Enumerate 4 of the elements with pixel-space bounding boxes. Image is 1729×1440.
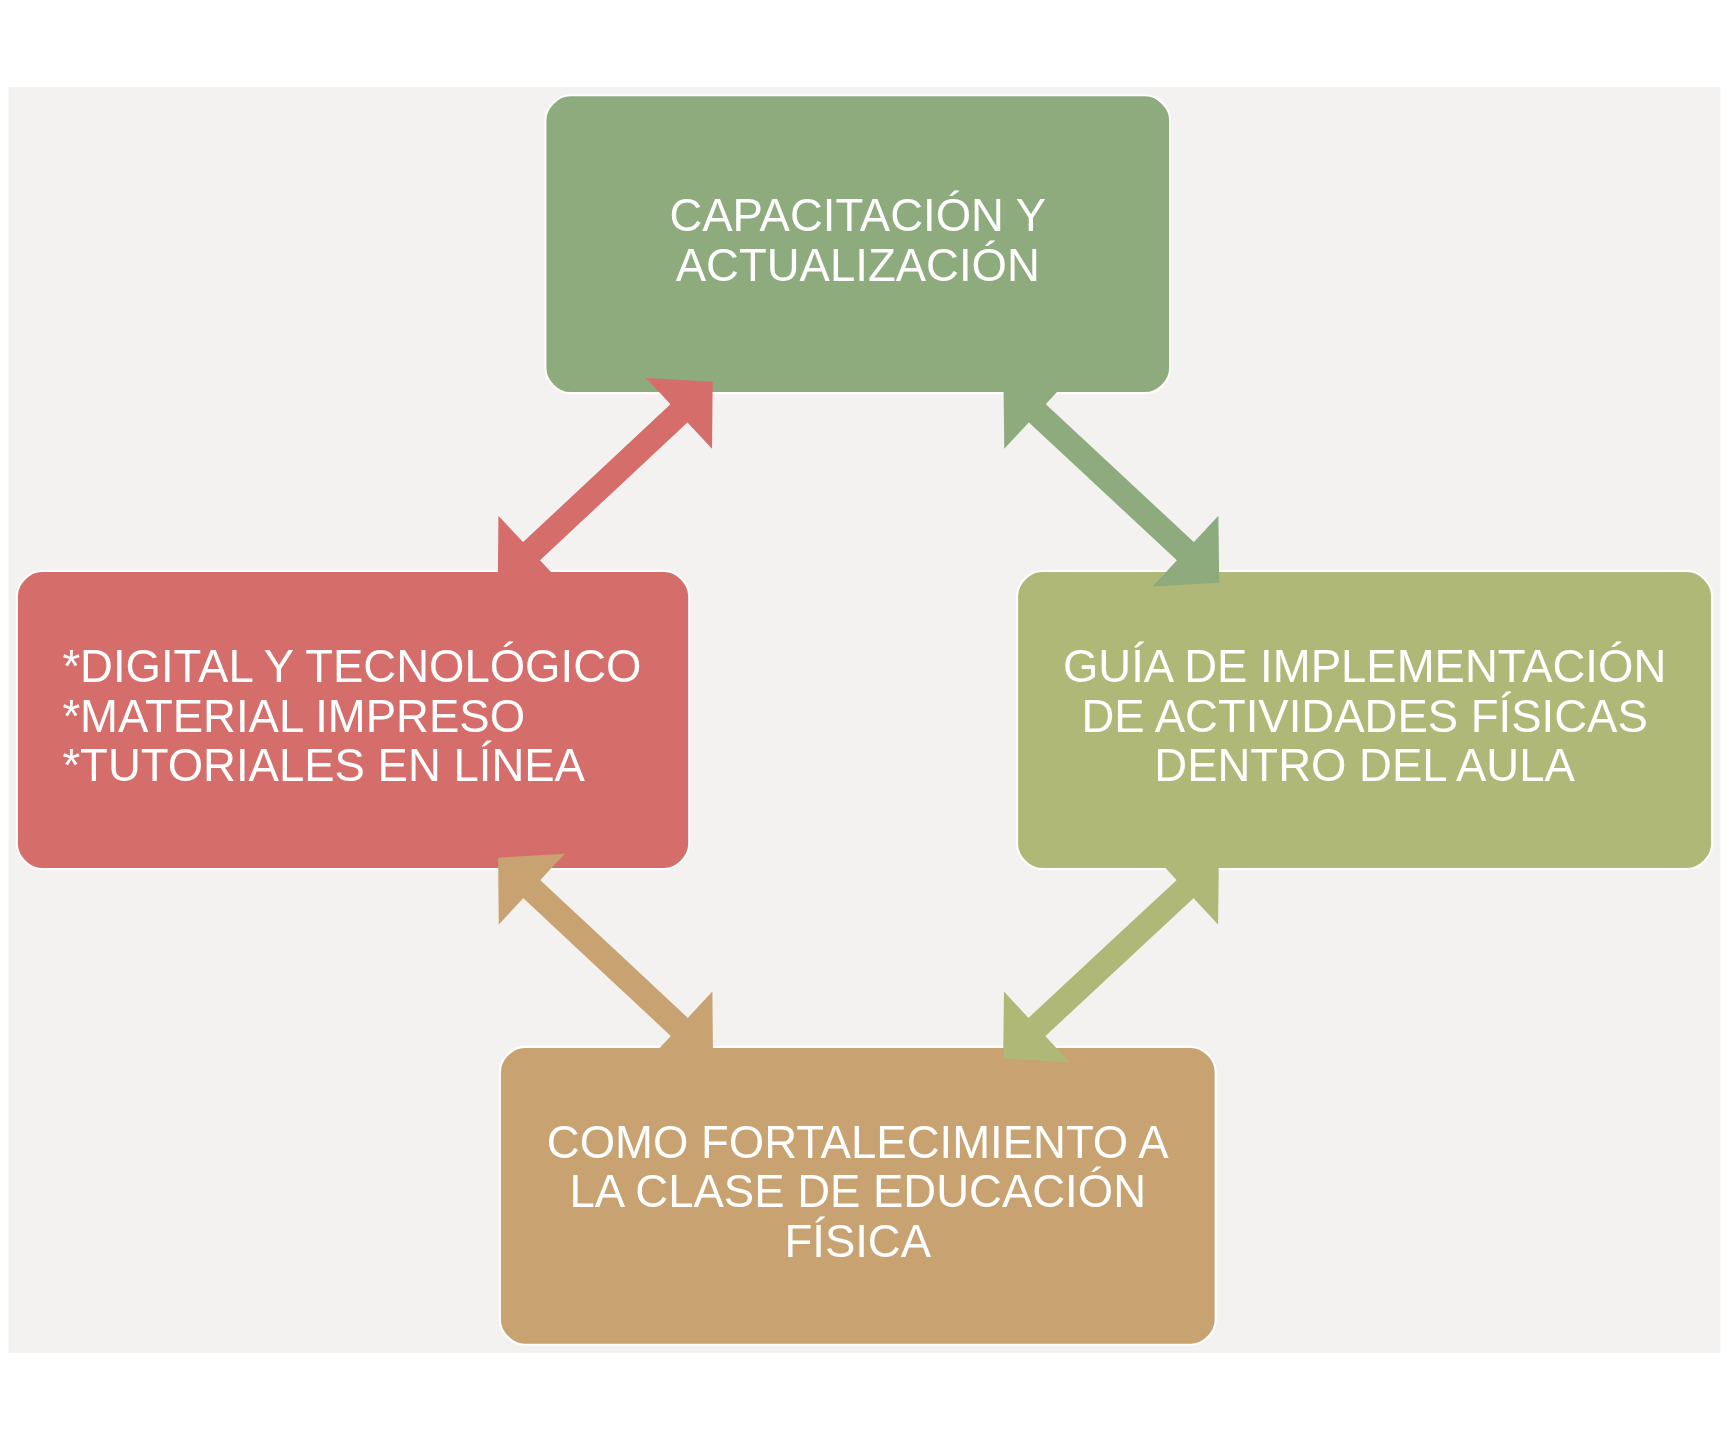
node-box: CAPACITACIÓN Y ACTUALIZACIÓN — [544, 94, 1172, 395]
node-box: *DIGITAL Y TECNOLÓGICO *MATERIAL IMPRESO *TUTORIALES EN LÍNEA — [15, 570, 691, 870]
node-box: GUÍA DE IMPLEMENTACIÓN DE ACTIVIDADES FÍSICAS DENTRO DEL AULA — [1016, 570, 1714, 870]
node-box: COMO FORTALECIMIENTO A LA CLASE DE EDUCACIÓN FÍSICA — [498, 1045, 1217, 1346]
